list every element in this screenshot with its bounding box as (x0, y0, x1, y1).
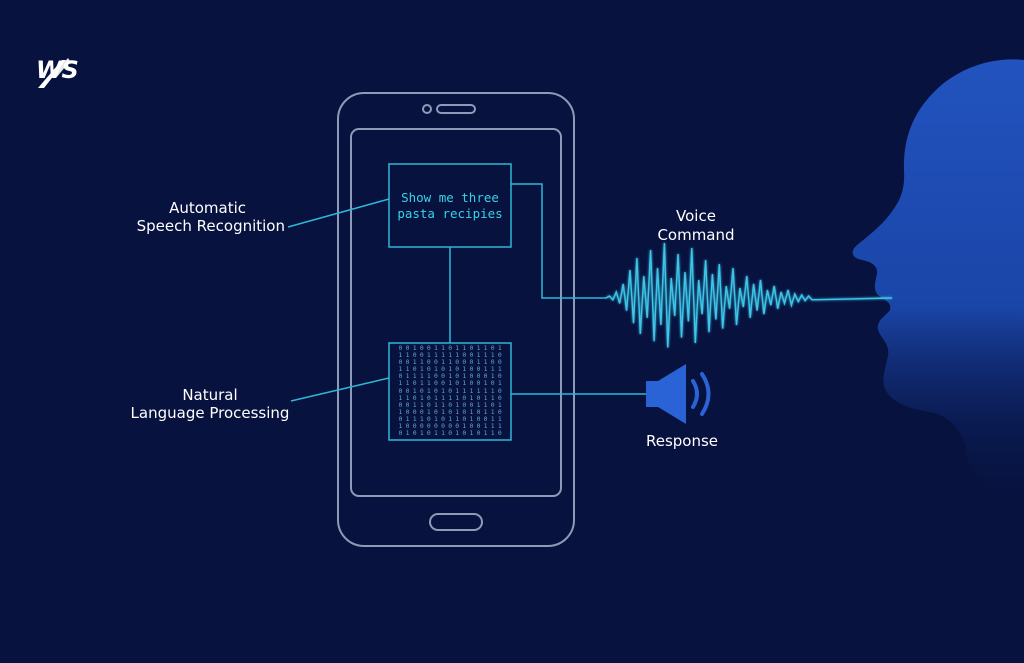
binary-row: 0 0 1 0 1 0 1 0 1 1 1 1 1 1 0 (398, 386, 502, 395)
binary-row: 0 0 1 1 0 0 1 1 0 0 0 1 1 0 0 (398, 358, 502, 367)
binary-row: 1 1 0 1 0 1 0 1 0 1 0 0 1 1 1 (398, 365, 502, 374)
asr-label-line-1: Automatic (169, 199, 246, 217)
nlp-label-line-2: Language Processing (130, 404, 290, 422)
phone-earpiece (436, 104, 476, 114)
binary-row: 0 0 1 0 0 1 1 0 1 1 0 1 1 0 1 (398, 345, 502, 352)
response-label: Response (645, 432, 719, 450)
asr-leader-line (287, 198, 390, 228)
binary-row: 1 1 0 0 1 1 1 1 1 0 0 1 1 1 0 (398, 351, 502, 360)
head-silhouette (852, 59, 1024, 510)
brand-logo-mark (38, 58, 70, 88)
phone-screen (350, 128, 562, 497)
speech-text-line-1: Show me three (401, 190, 499, 205)
binary-row: 1 0 0 0 1 0 1 0 1 0 1 0 1 1 0 (398, 407, 502, 416)
phone-home-button (429, 513, 483, 531)
binary-row: 1 1 0 1 1 0 0 1 0 1 0 0 1 0 1 (398, 379, 502, 388)
voice-label-line-1: Voice (676, 207, 716, 225)
brand-logo-text: WS (36, 56, 79, 84)
voice-signal-path (511, 183, 606, 299)
asr-label-line-2: Speech Recognition (136, 217, 285, 235)
voice-label-line-2: Command (657, 226, 735, 244)
binary-row: 1 0 0 0 0 0 0 0 0 1 0 0 1 1 1 (398, 422, 502, 431)
speech-text-line-2: pasta recipies (397, 206, 503, 221)
phone-camera (422, 104, 432, 114)
binary-row: 0 1 1 1 1 0 0 1 0 1 0 0 0 1 0 (398, 372, 502, 381)
binary-row: 0 1 0 1 0 1 1 0 1 0 1 0 1 1 0 (398, 429, 502, 438)
nlp-label-line-1: Natural (182, 386, 238, 404)
phone-body (337, 92, 575, 547)
binary-row: 0 0 1 1 0 1 1 0 1 0 0 1 1 0 1 (398, 400, 502, 409)
speaker-icon (646, 364, 711, 424)
binary-row: 0 1 1 1 0 1 0 1 1 0 1 0 0 1 1 (398, 414, 502, 423)
binary-row: 1 1 0 1 0 1 1 1 1 0 1 0 1 1 0 (398, 393, 502, 402)
voice-waveform (605, 242, 893, 348)
nlp-leader-line (290, 377, 390, 402)
